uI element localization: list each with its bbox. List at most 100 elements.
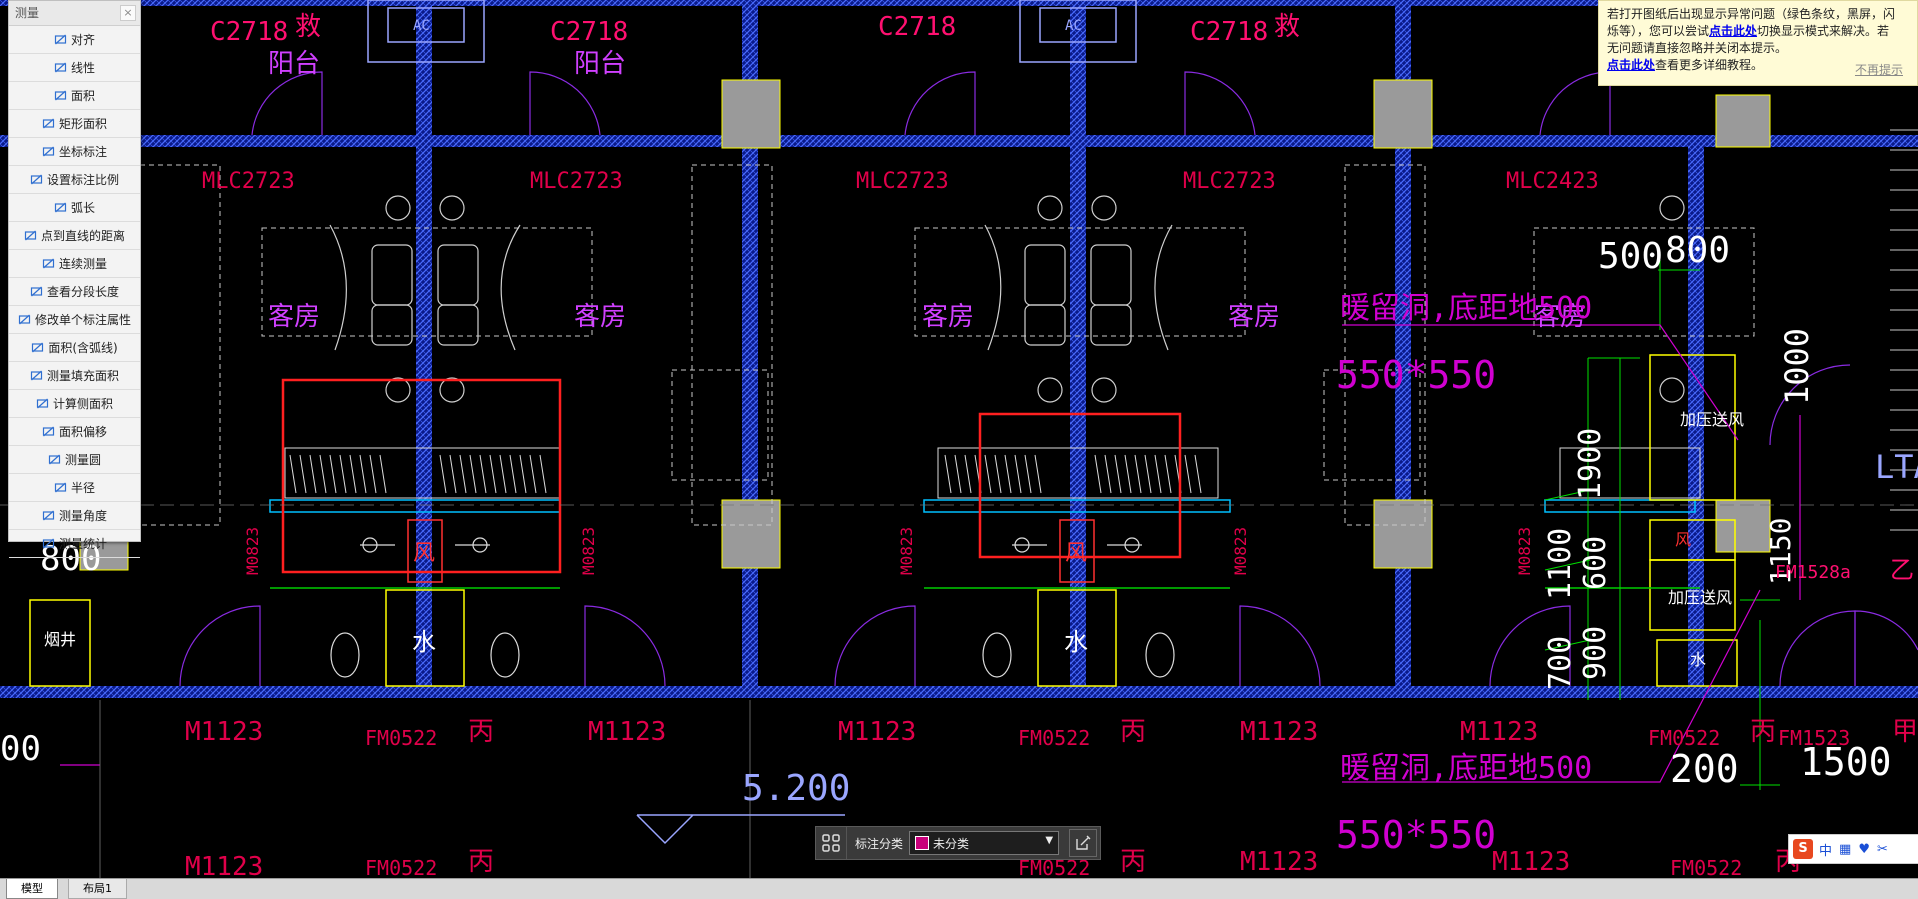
bottom-door-label: FM0522: [1670, 856, 1742, 878]
door-swings: [179, 71, 1918, 687]
room-label: 客房: [1228, 302, 1280, 332]
bottom-door-label: FM0522: [365, 856, 437, 878]
tools-icon[interactable]: ✂: [1876, 841, 1888, 857]
measure-tool-item[interactable]: 面积(含弧线): [9, 334, 140, 362]
measure-tool-label: 坐标标注: [58, 145, 107, 159]
wall-top-edge: [0, 0, 1918, 6]
yi-label: 乙: [1890, 556, 1914, 584]
point-line-icon: [24, 229, 37, 242]
measure-tool-label: 测量填充面积: [46, 369, 119, 383]
measure-tool-label: 计算侧面积: [52, 397, 113, 411]
rescue-label: 救: [1274, 12, 1300, 42]
mlc-label: MLC2723: [202, 169, 295, 194]
scale-icon: [30, 173, 43, 186]
dim-label: 200: [1670, 747, 1739, 791]
keyboard-icon[interactable]: ▦: [1839, 841, 1852, 857]
measure-tool-item[interactable]: 测量角度: [9, 502, 140, 530]
window-label: C2718: [550, 17, 628, 47]
dim-label: 1150: [1764, 518, 1797, 585]
stats-icon: [42, 537, 55, 550]
measure-tool-label: 设置标注比例: [46, 173, 119, 187]
measure-panel-header: 测量 ×: [9, 1, 140, 26]
leaders: [60, 324, 1801, 783]
balcony-label: 阳台: [268, 49, 320, 79]
bottom-door-label: 丙: [1120, 847, 1146, 877]
rescue-label: 救: [295, 12, 321, 42]
selection-box-1[interactable]: [281, 378, 562, 574]
dismiss-link[interactable]: 不再提示: [1854, 63, 1903, 77]
ime-toolbar: S 中 ▦ ♥ ✂: [1788, 834, 1918, 864]
elevation-symbol: [636, 814, 845, 845]
arc-length-icon: [54, 201, 67, 214]
rect-area-icon: [42, 117, 55, 130]
mlc-label: MLC2723: [530, 169, 623, 194]
notice-link[interactable]: 点击此处: [1709, 24, 1758, 38]
measure-panel-title: 测量: [15, 6, 40, 20]
measure-tool-item[interactable]: 测量圆: [9, 446, 140, 474]
measure-tool-item[interactable]: 测量统计: [9, 530, 140, 558]
notice-line: 烁等），您可以尝试点击此处切换显示模式来解决。若: [1607, 24, 1890, 38]
door-label: M0823: [1515, 527, 1534, 575]
skin-icon[interactable]: ♥: [1858, 841, 1870, 857]
measure-tool-item[interactable]: 线性: [9, 54, 140, 82]
dim-label: 500: [1598, 236, 1663, 277]
bottom-door-label: M1123: [185, 852, 263, 878]
measure-tool-item[interactable]: 设置标注比例: [9, 166, 140, 194]
selection-box-2[interactable]: [978, 412, 1182, 559]
measure-tool-label: 测量圆: [64, 453, 101, 467]
bottom-door-label: 丙: [1750, 717, 1776, 747]
measure-tool-item[interactable]: 矩形面积: [9, 110, 140, 138]
category-select[interactable]: 未分类 ▼: [909, 831, 1060, 855]
measure-tool-label: 连续测量: [58, 257, 107, 271]
measure-tool-item[interactable]: 计算侧面积: [9, 390, 140, 418]
dim-label: 1100: [1543, 528, 1578, 600]
measure-tool-item[interactable]: 面积: [9, 82, 140, 110]
measure-tool-item[interactable]: 弧长: [9, 194, 140, 222]
measure-tool-label: 查看分段长度: [46, 285, 119, 299]
notice-line: 点击此处查看更多详细教程。: [1607, 58, 1764, 72]
category-color-swatch: [915, 836, 930, 850]
dimension-lines: [1544, 260, 1780, 790]
mlc-label: MLC2423: [1506, 169, 1599, 194]
dim-label: 00: [0, 729, 41, 769]
furniture-solid: [329, 195, 1685, 403]
edit-icon[interactable]: [1069, 829, 1098, 857]
bottom-door-label: FM0522: [1018, 856, 1090, 878]
measure-tool-label: 面积: [70, 89, 95, 103]
measure-tool-item[interactable]: 半径: [9, 474, 140, 502]
bottom-door-label: 甲: [1892, 717, 1918, 747]
room-label: 客房: [268, 302, 320, 332]
tab-layout1[interactable]: 布局1: [68, 879, 127, 899]
ime-mode[interactable]: 中: [1819, 843, 1833, 859]
measure-tool-item[interactable]: 对齐: [9, 26, 140, 54]
tab-model[interactable]: 模型: [6, 879, 58, 899]
door-label: M0823: [243, 527, 262, 575]
window-label: C2718: [1190, 17, 1268, 47]
edit-dim-icon: [18, 313, 31, 326]
bottom-door-label: FM0522: [1648, 726, 1720, 750]
wall-top: [0, 135, 1918, 147]
dim-label: 1000: [1778, 328, 1816, 405]
measure-tool-item[interactable]: 查看分段长度: [9, 278, 140, 306]
measure-tool-item[interactable]: 面积偏移: [9, 418, 140, 446]
well-label: 烟井: [44, 630, 76, 649]
balcony-label: 阳台: [574, 49, 626, 79]
coordinate-icon: [42, 145, 55, 158]
measure-tool-item[interactable]: 测量填充面积: [9, 362, 140, 390]
room-label: 客房: [1534, 302, 1586, 332]
sogou-logo-icon[interactable]: S: [1793, 839, 1813, 859]
measure-tool-item[interactable]: 点到直线的距离: [9, 222, 140, 250]
measure-tool-item[interactable]: 连续测量: [9, 250, 140, 278]
tutorial-link[interactable]: 点击此处: [1607, 58, 1656, 72]
cad-drawing-canvas[interactable]: C2718 救 C2718 C2718 C2718 救 阳台 阳台 客房 客房 …: [0, 0, 1918, 878]
notice-line: 若打开图纸后出现显示异常问题（绿色条纹，黑屏，闪: [1607, 7, 1896, 21]
wall-bottom: [0, 686, 1918, 698]
hole-size-label: 550*550: [1336, 813, 1496, 857]
measure-tool-item[interactable]: 坐标标注: [9, 138, 140, 166]
measure-tool-item[interactable]: 修改单个标注属性: [9, 306, 140, 334]
close-icon[interactable]: ×: [120, 5, 136, 21]
elevation-label: 5.200: [742, 768, 850, 809]
dim-label: 800: [40, 539, 101, 579]
grid-icon[interactable]: [816, 827, 847, 859]
pressure-fan-label: 加压送风: [1680, 410, 1744, 429]
